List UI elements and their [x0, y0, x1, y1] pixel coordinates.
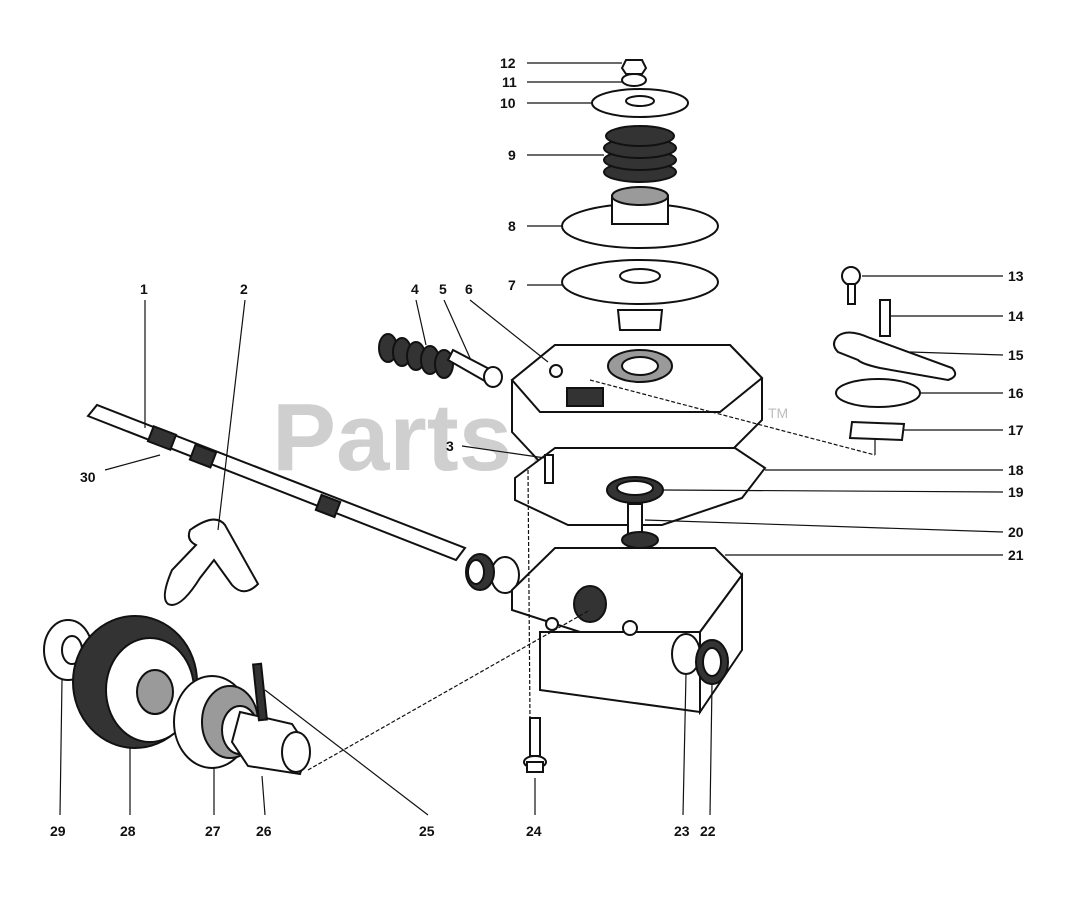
callout-28: 28	[120, 823, 136, 839]
callout-19: 19	[1008, 484, 1024, 500]
dowel-pin	[544, 454, 554, 484]
leader-lines	[59, 62, 1004, 816]
callout-12: 12	[500, 55, 516, 71]
worm-gear	[72, 615, 198, 749]
part-illustrations	[43, 59, 957, 776]
callout-11: 11	[502, 74, 517, 90]
callout-9: 9	[508, 147, 516, 163]
callout-10: 10	[500, 95, 516, 111]
callout-14: 14	[1008, 308, 1024, 324]
output-bushing	[671, 633, 729, 685]
callout-7: 7	[508, 277, 516, 293]
callout-29: 29	[50, 823, 66, 839]
callout-8: 8	[508, 218, 516, 234]
detent-pin	[446, 348, 503, 388]
callout-13: 13	[1008, 268, 1024, 284]
callout-2: 2	[240, 281, 248, 297]
callout-5: 5	[439, 281, 447, 297]
callout-18: 18	[1008, 462, 1024, 478]
main-shaft	[86, 403, 467, 562]
detent-spring	[378, 333, 454, 379]
callout-1: 1	[140, 281, 148, 297]
callout-20: 20	[1008, 524, 1024, 540]
callout-23: 23	[674, 823, 690, 839]
callout-labels: 1 2 3 4 5 6 7 8 9 10 11 12 13 14 15 16 1…	[50, 55, 1024, 839]
callout-26: 26	[256, 823, 272, 839]
shaft-bushing	[465, 553, 520, 594]
oil-seal-bore	[616, 480, 654, 496]
callout-4: 4	[411, 281, 419, 297]
callout-22: 22	[700, 823, 716, 839]
callout-30: 30	[80, 469, 96, 485]
callout-16: 16	[1008, 385, 1024, 401]
gearbox-housing	[511, 547, 744, 716]
callout-21: 21	[1008, 547, 1024, 563]
callout-25: 25	[419, 823, 435, 839]
housing-bolt	[523, 717, 547, 773]
callout-3: 3	[446, 438, 454, 454]
trademark-symbol: TM	[768, 405, 788, 421]
bracket-assembly	[833, 266, 957, 442]
shift-fork	[163, 518, 260, 606]
callout-15: 15	[1008, 347, 1024, 363]
callout-6: 6	[465, 281, 473, 297]
callout-27: 27	[205, 823, 221, 839]
callout-17: 17	[1008, 422, 1024, 438]
pulley-assembly	[561, 59, 719, 331]
drive-hub	[230, 662, 311, 776]
callout-24: 24	[526, 823, 542, 839]
gearbox-cover	[510, 344, 764, 463]
